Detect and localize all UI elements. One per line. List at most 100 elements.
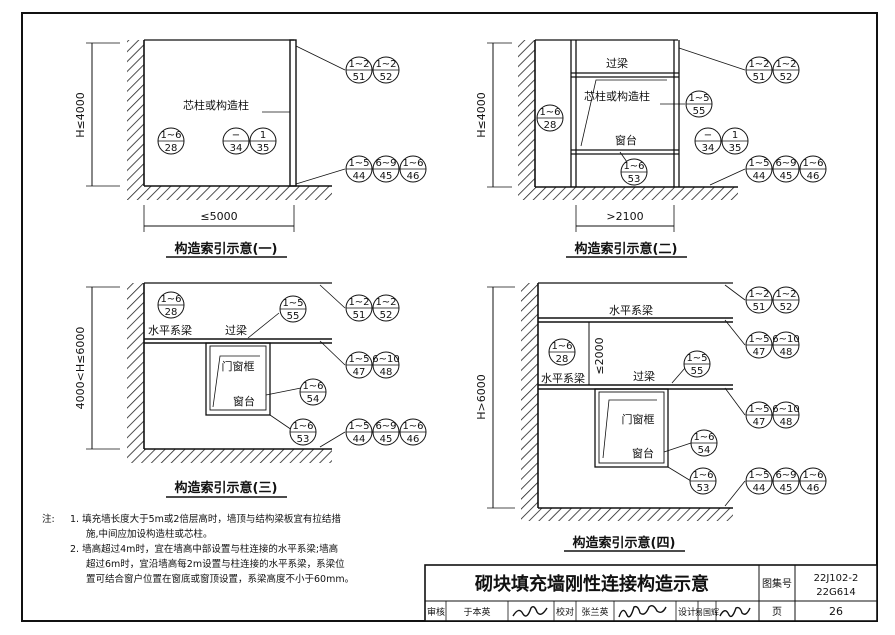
svg-text:1~6: 1~6: [693, 432, 714, 443]
svg-text:28: 28: [544, 120, 557, 131]
design-name: 易国辉: [695, 608, 719, 617]
review-label: 审核: [427, 606, 445, 618]
atlas-number: 22J102-2: [814, 573, 859, 584]
svg-text:46: 46: [407, 434, 420, 445]
svg-text:1~2: 1~2: [375, 59, 396, 70]
svg-text:1~5: 1~5: [282, 298, 303, 309]
core-column-label: 芯柱或构造柱: [183, 98, 249, 112]
reference-circle: 1~2 51: [745, 56, 773, 84]
reference-circle: 1~5 47: [745, 401, 773, 429]
left-wall-hatch: [518, 40, 535, 187]
svg-text:53: 53: [697, 483, 710, 494]
index-circle: 1~6 54: [299, 378, 327, 406]
svg-text:46: 46: [407, 171, 420, 182]
svg-text:1~5: 1~5: [348, 158, 369, 169]
spacing-dimension: ≤2000: [593, 337, 606, 374]
tie-beam-label: 水平系梁: [541, 371, 585, 385]
svg-text:54: 54: [698, 445, 711, 456]
svg-text:45: 45: [380, 171, 393, 182]
index-circle: 1~6 28: [548, 338, 576, 366]
svg-text:44: 44: [753, 171, 766, 182]
designer-signature: [719, 606, 751, 618]
reference-circle: 1~5 44: [345, 418, 373, 446]
tie-beam-label: 水平系梁: [148, 323, 192, 337]
reference-circle: 1~2 51: [745, 286, 773, 314]
sill-label: 窗台: [632, 446, 654, 460]
reference-circle: 1~6 46: [799, 467, 827, 495]
svg-text:45: 45: [380, 434, 393, 445]
diagram-caption: 构造索引示意(四): [573, 535, 676, 551]
design-label: 设计: [678, 606, 696, 618]
svg-text:6~10: 6~10: [772, 334, 799, 345]
reference-circle: 6~10 48: [372, 351, 400, 379]
svg-text:52: 52: [380, 72, 393, 83]
reference-circle: 1~2 52: [372, 56, 400, 84]
checker-signature: [618, 604, 667, 618]
svg-text:1~2: 1~2: [348, 297, 369, 308]
svg-text:28: 28: [165, 143, 178, 154]
svg-text:1~6: 1~6: [402, 421, 423, 432]
svg-text:1~5: 1~5: [748, 404, 769, 415]
svg-text:45: 45: [780, 483, 793, 494]
svg-text:34: 34: [702, 143, 715, 154]
index-circle: 1~6 53: [289, 418, 317, 446]
sheet-title: 砌块填充墙刚性连接构造示意: [474, 573, 709, 595]
reviewer-signature: [512, 605, 548, 617]
height-dimension: H≤4000: [475, 92, 488, 137]
svg-text:35: 35: [257, 143, 270, 154]
check-name: 张兰英: [581, 606, 608, 618]
svg-text:28: 28: [556, 354, 569, 365]
svg-text:1~6: 1~6: [623, 161, 644, 172]
reference-circle: 1~2 51: [345, 294, 373, 322]
svg-text:51: 51: [753, 302, 766, 313]
svg-text:6~9: 6~9: [375, 421, 396, 432]
reference-circle: 1~5 44: [345, 155, 373, 183]
svg-text:1~6: 1~6: [539, 107, 560, 118]
svg-text:47: 47: [353, 367, 366, 378]
index-circle: 1~5 55: [685, 90, 713, 118]
svg-text:55: 55: [693, 106, 706, 117]
index-circle: 1~6 28: [157, 291, 185, 319]
tie-beam-label: 水平系梁: [609, 303, 653, 317]
svg-text:6~10: 6~10: [372, 354, 399, 365]
reference-circle: 6~9 45: [772, 155, 800, 183]
note-text: 2. 墙高超过4m时，宜在墙高中部设置与柱连接的水平系梁;墙高: [70, 543, 338, 555]
notes-label: 注:: [42, 513, 55, 525]
index-circle: 1~6 28: [536, 104, 564, 132]
svg-text:1~2: 1~2: [375, 297, 396, 308]
reference-circle: 1~2 52: [772, 286, 800, 314]
height-dimension: H≤4000: [74, 92, 87, 137]
reference-circle: 6~10 48: [772, 401, 800, 429]
svg-text:1~6: 1~6: [302, 381, 323, 392]
page-number: 26: [829, 605, 843, 618]
svg-text:1~2: 1~2: [348, 59, 369, 70]
reference-circle: 1~2 52: [772, 56, 800, 84]
note-text: 超过6m时，宜沿墙高每2m设置与柱连接的水平系梁，系梁位: [86, 558, 345, 570]
left-wall-hatch: [521, 283, 538, 508]
svg-text:35: 35: [729, 143, 742, 154]
reference-circle: 1~2 52: [372, 294, 400, 322]
svg-text:44: 44: [353, 434, 366, 445]
reference-circle: 6~10 48: [772, 331, 800, 359]
svg-text:1~5: 1~5: [748, 334, 769, 345]
svg-text:1~6: 1~6: [292, 421, 313, 432]
diagram-caption: 构造索引示意(三): [175, 480, 278, 496]
index-circle: 1~6 54: [690, 429, 718, 457]
diagram-1: H≤4000 ≤5000 芯柱或构造柱 1~6 28 − 34 1 35: [74, 39, 427, 258]
index-circle: 1~6 53: [689, 467, 717, 495]
svg-text:1~5: 1~5: [686, 353, 707, 364]
review-name: 于本英: [463, 606, 490, 618]
diagram-4: 水平系梁 水平系梁 过梁 门窗框 窗台 ≤2000 H>6000 1~6 28 …: [475, 282, 827, 552]
width-dimension: ≤5000: [200, 210, 237, 223]
svg-text:1~6: 1~6: [802, 158, 823, 169]
svg-text:52: 52: [380, 310, 393, 321]
svg-text:28: 28: [165, 307, 178, 318]
check-label: 校对: [556, 606, 574, 618]
reference-circle: 1~2 51: [345, 56, 373, 84]
svg-text:53: 53: [628, 174, 641, 185]
svg-text:52: 52: [780, 302, 793, 313]
frame-label: 门窗框: [222, 359, 255, 373]
svg-text:44: 44: [753, 483, 766, 494]
